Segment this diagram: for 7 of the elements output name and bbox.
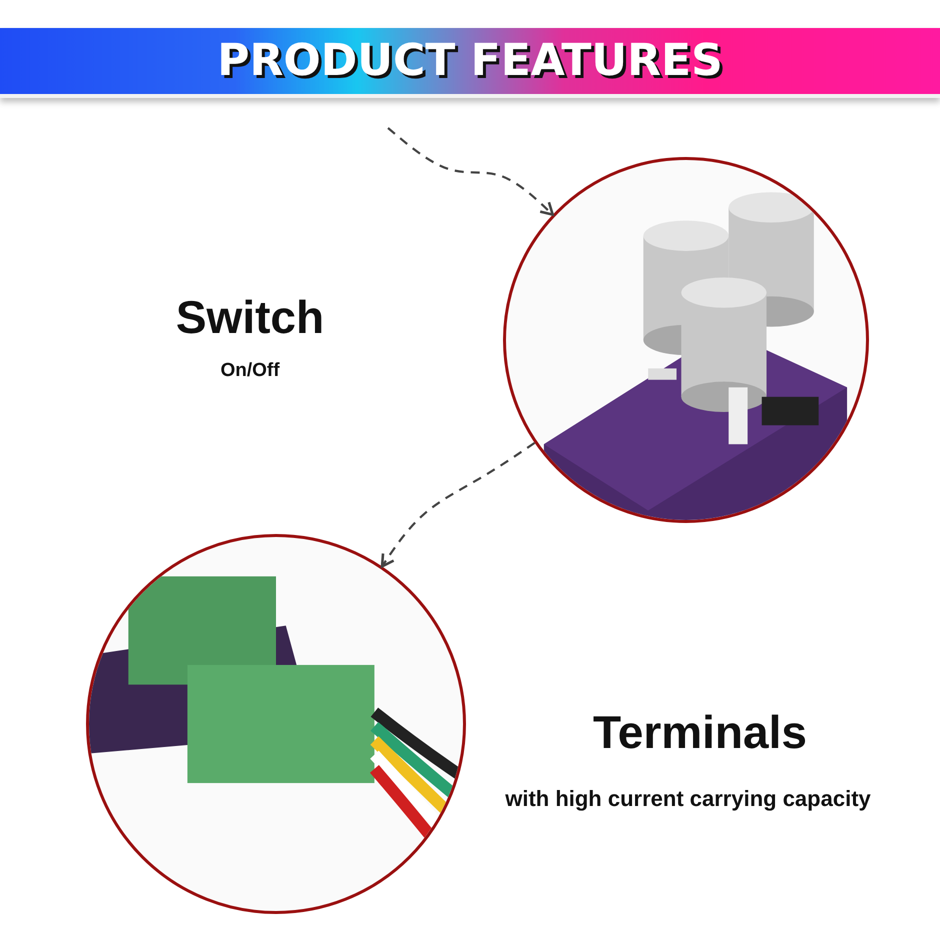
feature-heading: Terminals: [593, 705, 807, 759]
dashed-arrow: [387, 127, 554, 216]
title-banner: PRODUCT FEATURES: [0, 28, 940, 98]
feature-description: On/Off: [220, 360, 280, 382]
dashed-arrow: [380, 442, 536, 568]
feature-heading: Switch: [176, 290, 324, 344]
feature-description: with high current carrying capacity: [505, 786, 871, 812]
